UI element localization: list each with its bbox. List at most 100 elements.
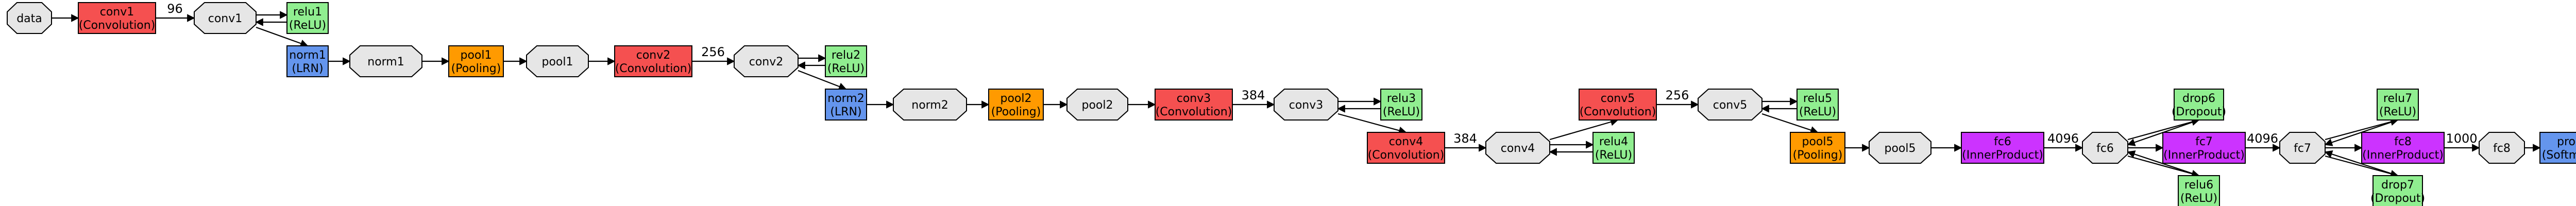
node-conv2-label-1: (Convolution) — [615, 62, 692, 75]
node-norm1-blob[interactable]: norm1 — [349, 45, 422, 77]
node-fc8-label-1: (InnerProduct) — [2362, 149, 2444, 162]
node-norm1-label-0: norm1 — [289, 49, 326, 62]
node-pool2-blob[interactable]: pool2 — [1066, 89, 1128, 121]
node-conv2-blob-label-0: conv2 — [749, 56, 784, 68]
node-fc8-label-0: fc8 — [2394, 135, 2412, 148]
node-pool1[interactable]: pool1(Pooling) — [448, 45, 504, 77]
node-conv4-blob-label-0: conv4 — [1501, 142, 1535, 155]
node-conv2[interactable]: conv2(Convolution) — [614, 45, 692, 77]
node-norm2-blob[interactable]: norm2 — [893, 89, 967, 121]
node-fc7-label-0: fc7 — [2195, 135, 2213, 148]
node-drop7-label-1: (Dropout) — [2370, 192, 2425, 205]
node-relu1-label-0: relu1 — [293, 6, 322, 19]
edge-label-fc7-out: 4096 — [2247, 131, 2278, 146]
node-fc7-blob-label-0: fc7 — [2294, 142, 2311, 155]
node-relu7-label-1: (ReLU) — [2379, 106, 2416, 118]
node-pool2-blob-label-0: pool2 — [1082, 99, 1113, 112]
node-relu4-label-0: relu4 — [1599, 135, 1628, 148]
node-drop6-label-0: drop6 — [2182, 92, 2215, 105]
node-pool2-label-1: (Pooling) — [991, 106, 1041, 118]
node-relu3[interactable]: relu3(ReLU) — [1380, 89, 1422, 121]
node-fc6-label-0: fc6 — [1994, 135, 2011, 148]
node-pool5-blob[interactable]: pool5 — [1869, 132, 1931, 164]
node-prob-label-0: prob — [2557, 135, 2576, 148]
node-conv5-label-0: conv5 — [1601, 92, 1635, 105]
node-relu5-label-0: relu5 — [1803, 92, 1832, 105]
node-norm1-label-1: (LRN) — [292, 62, 323, 75]
node-conv1-label-0: conv1 — [100, 6, 134, 19]
edge-fc7_blob-to-relu7 — [2325, 118, 2399, 141]
edge-fc6_blob-to-relu6 — [2127, 155, 2200, 178]
edge-label-conv1-out: 96 — [167, 2, 183, 16]
edge-label-conv3-out: 384 — [1242, 88, 1265, 102]
edge-label-fc8-out: 1000 — [2446, 131, 2477, 146]
node-pool5-label-1: (Pooling) — [1793, 149, 1843, 162]
node-conv1[interactable]: conv1(Convolution) — [78, 2, 156, 34]
node-drop7[interactable]: drop7(Dropout) — [2370, 175, 2425, 206]
node-relu1-label-1: (ReLU) — [289, 19, 326, 32]
node-pool2[interactable]: pool2(Pooling) — [988, 89, 1044, 121]
node-relu6[interactable]: relu6(ReLU) — [2178, 175, 2220, 206]
node-fc8-blob[interactable]: fc8 — [2479, 132, 2525, 164]
node-fc6[interactable]: fc6(InnerProduct) — [1961, 132, 2044, 164]
node-norm1-blob-label-0: norm1 — [367, 56, 404, 68]
node-norm2[interactable]: norm2(LRN) — [825, 89, 867, 121]
node-conv1-label-1: (Convolution) — [79, 19, 156, 32]
node-fc7[interactable]: fc7(InnerProduct) — [2162, 132, 2246, 164]
edge-label-conv5-out: 256 — [1666, 88, 1689, 102]
edge-fc6_blob-to-drop6 — [2127, 118, 2200, 141]
node-conv2-label-0: conv2 — [636, 49, 671, 62]
node-conv3-blob[interactable]: conv3 — [1274, 89, 1338, 121]
node-relu4[interactable]: relu4(ReLU) — [1592, 132, 1635, 164]
node-fc6-blob-label-0: fc6 — [2096, 142, 2114, 155]
node-conv4-label-1: (Convolution) — [1368, 149, 1445, 162]
node-relu5[interactable]: relu5(ReLU) — [1797, 89, 1839, 121]
node-relu3-label-0: relu3 — [1387, 92, 1416, 105]
node-norm1[interactable]: norm1(LRN) — [286, 45, 329, 77]
node-relu6-label-0: relu6 — [2184, 179, 2213, 192]
node-pool1-label-1: (Pooling) — [451, 62, 501, 75]
node-conv3[interactable]: conv3(Convolution) — [1155, 89, 1233, 121]
node-data-label-0: data — [16, 12, 42, 25]
node-fc7-label-1: (InnerProduct) — [2163, 149, 2245, 162]
edge-conv1_blob-to-norm1 — [256, 26, 309, 47]
node-fc6-blob[interactable]: fc6 — [2082, 132, 2128, 164]
node-norm2-blob-label-0: norm2 — [911, 99, 948, 112]
node-fc6-label-1: (InnerProduct) — [1962, 149, 2043, 162]
node-pool5[interactable]: pool5(Pooling) — [1790, 132, 1845, 164]
node-relu1[interactable]: relu1(ReLU) — [286, 2, 329, 34]
node-relu2-label-0: relu2 — [832, 49, 860, 62]
node-relu3-label-1: (ReLU) — [1383, 106, 1420, 118]
node-pool1-blob[interactable]: pool1 — [526, 45, 589, 77]
node-conv5-blob[interactable]: conv5 — [1698, 89, 1762, 121]
node-conv3-label-0: conv3 — [1177, 92, 1211, 105]
edge-fc7_blob-to-drop7 — [2325, 155, 2399, 178]
node-conv4-blob[interactable]: conv4 — [1485, 132, 1550, 164]
node-prob[interactable]: prob(Softmax) — [2539, 132, 2576, 164]
node-drop6[interactable]: drop6(Dropout) — [2172, 89, 2226, 121]
edge-label-fc6-out: 4096 — [2047, 131, 2079, 146]
node-relu5-label-1: (ReLU) — [1799, 106, 1836, 118]
node-fc8-blob-label-0: fc8 — [2493, 142, 2511, 155]
node-relu7[interactable]: relu7(ReLU) — [2377, 89, 2419, 121]
node-norm2-label-1: (LRN) — [830, 106, 861, 118]
node-pool2-label-0: pool2 — [1001, 92, 1032, 105]
node-conv4[interactable]: conv4(Convolution) — [1367, 132, 1445, 164]
node-relu2[interactable]: relu2(ReLU) — [825, 45, 867, 77]
node-conv2-blob[interactable]: conv2 — [734, 45, 799, 77]
node-conv5[interactable]: conv5(Convolution) — [1579, 89, 1657, 121]
edge-label-conv2-out: 256 — [701, 45, 725, 59]
node-fc7-blob[interactable]: fc7 — [2279, 132, 2326, 164]
node-drop7-label-0: drop7 — [2381, 179, 2414, 192]
node-norm2-label-0: norm2 — [827, 92, 865, 105]
node-conv3-blob-label-0: conv3 — [1289, 99, 1324, 112]
node-fc8[interactable]: fc8(InnerProduct) — [2361, 132, 2445, 164]
node-conv5-blob-label-0: conv5 — [1713, 99, 1748, 112]
edge-conv3_blob-to-conv4 — [1337, 113, 1407, 134]
node-conv1-blob[interactable]: conv1 — [194, 2, 257, 34]
node-data[interactable]: data — [7, 2, 52, 34]
node-relu7-label-0: relu7 — [2383, 92, 2412, 105]
node-relu2-label-1: (ReLU) — [827, 62, 865, 75]
